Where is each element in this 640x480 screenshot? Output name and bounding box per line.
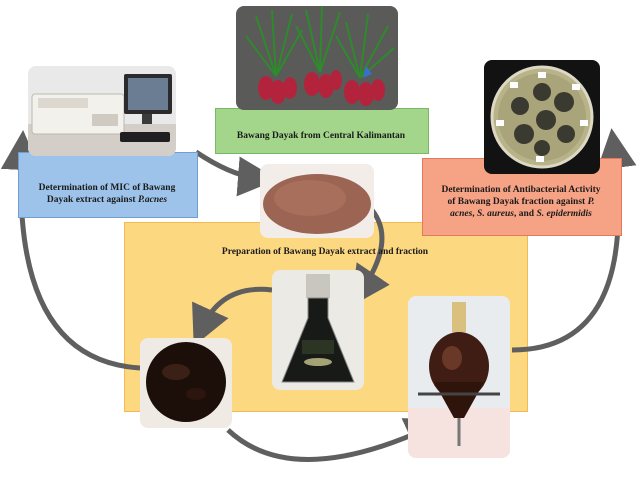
petri-dish-photo <box>484 60 600 174</box>
mic-species: P.acnes <box>137 195 168 205</box>
mic-label-box <box>18 152 198 218</box>
anti-species1: P. <box>587 197 595 207</box>
anti-and: and <box>518 209 535 219</box>
anti-species3: S. epidermidis <box>536 209 592 219</box>
mic-label-line2: Dayak extract against P.acnes <box>18 194 196 206</box>
mic-label-line2-text: Dayak extract against <box>46 195 138 205</box>
anti-label-line1: Determination of Antibacterial Activity <box>441 185 601 195</box>
mic-label-line1: Determination of MIC of Bawang <box>38 183 176 193</box>
antibacterial-label: Determination of Antibacterial Activity … <box>422 184 620 220</box>
erlenmeyer-flask-photo <box>272 270 364 390</box>
anti-label-line2: of Bawang Dayak fraction against P. <box>422 196 620 208</box>
anti-species2: S. aureus <box>477 209 514 219</box>
anti-species1b: acnes <box>450 209 473 219</box>
bawang-dayak-bulbs-photo <box>236 6 398 110</box>
arrow-extract-to-funnel <box>226 418 447 462</box>
preparation-label: Preparation of Bawang Dayak extract and … <box>221 247 429 257</box>
anti-label-line3: acnes, S. aureus, and S. epidermidis <box>450 209 592 219</box>
arrow-powder-to-flask <box>350 208 390 307</box>
thick-extract-photo <box>140 338 232 428</box>
arrow-mic-to-powder <box>194 149 278 197</box>
mic-label: Determination of MIC of Bawang Dayak ext… <box>18 182 196 206</box>
arrow-flask-to-extract <box>192 286 273 347</box>
spectrophotometer-photo <box>28 66 176 156</box>
source-label: Bawang Dayak from Central Kalimantan <box>236 131 406 141</box>
separatory-funnel-photo <box>408 296 510 458</box>
powder-photo <box>260 164 374 238</box>
anti-label-line2-text: of Bawang Dayak fraction against <box>447 197 588 207</box>
